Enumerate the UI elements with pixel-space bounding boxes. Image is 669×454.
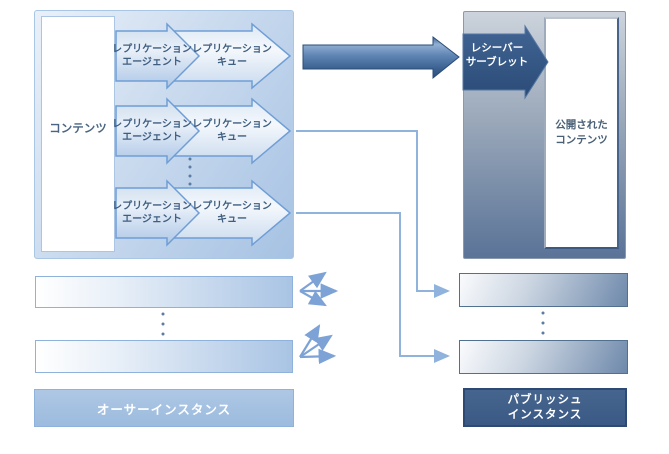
replication-agent-arrow xyxy=(115,179,201,247)
replication-queue-arrow xyxy=(171,97,292,165)
receiver-servlet-label: レシーバー サーブレット xyxy=(465,42,529,68)
replication-agent-label: レプリケーションエージェント xyxy=(112,44,192,68)
publish-bar xyxy=(459,273,628,307)
fan-arrows-bar1 xyxy=(299,271,339,307)
connector-queue3-to-bar2 xyxy=(296,212,450,363)
replication-agent-arrow xyxy=(115,97,201,165)
ellipsis-dots-rows xyxy=(188,157,192,186)
replication-queue-label: レプリケーションキュー xyxy=(192,44,272,68)
author-bar xyxy=(35,276,293,308)
replication-queue-label: レプリケーションキュー xyxy=(192,119,272,143)
replication-agent-label: レプリケーションエージェント xyxy=(112,201,192,225)
publish-instance-label-line2: インスタンス xyxy=(507,408,583,421)
published-content-label: 公開された コンテンツ xyxy=(555,119,608,146)
replication-queue-arrow xyxy=(171,179,292,247)
content-label: コンテンツ xyxy=(49,123,107,135)
replication-queue-label: レプリケーションキュー xyxy=(192,201,272,225)
published-content-box xyxy=(544,17,619,249)
ellipsis-dots-publish-bars xyxy=(541,311,545,335)
receiver-servlet-arrow xyxy=(462,24,549,100)
publish-instance-label-bar: パブリッシュ インスタンス xyxy=(463,388,627,427)
publish-bar xyxy=(459,340,628,374)
content-box xyxy=(41,16,115,252)
replication-agent-arrow xyxy=(115,22,201,90)
author-instance-label-bar: オーサーインスタンス xyxy=(34,389,294,427)
replication-agent-label: レプリケーションエージェント xyxy=(112,119,192,143)
ellipsis-dots-author-bars xyxy=(161,312,165,336)
connector-queue2-to-bar1 xyxy=(296,130,450,298)
fan-arrows-bar2 xyxy=(299,324,337,365)
replication-queue-arrow xyxy=(171,22,292,90)
author-instance-label: オーサーインスタンス xyxy=(96,402,232,417)
main-flow-arrow xyxy=(302,35,460,80)
publish-instance-label-line1: パブリッシュ xyxy=(507,393,583,406)
author-bar xyxy=(35,340,293,373)
